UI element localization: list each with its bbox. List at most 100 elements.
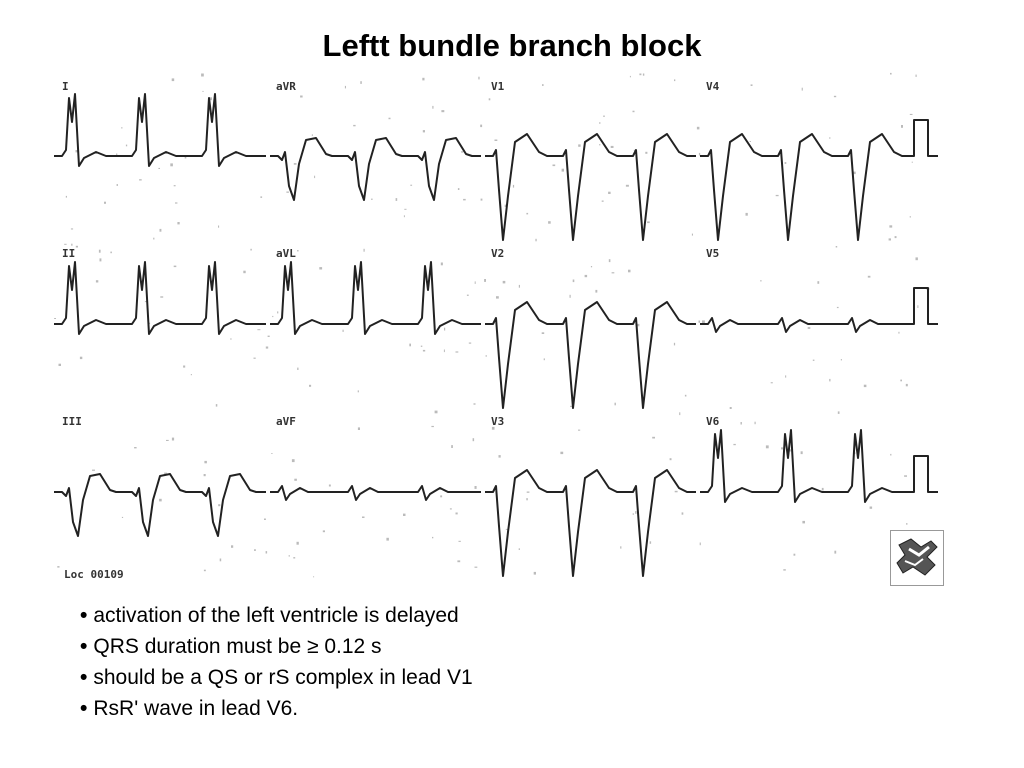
slide-title: Leftt bundle branch block (322, 28, 702, 63)
noise-dot (357, 390, 359, 393)
noise-dot (480, 124, 483, 128)
noise-dot (603, 115, 605, 117)
noise-dot (362, 516, 365, 518)
noise-dot (802, 520, 805, 524)
noise-dot (611, 272, 615, 274)
noise-dot (608, 259, 611, 263)
noise-dot (230, 338, 232, 340)
noise-dot (463, 198, 466, 201)
noise-dot (203, 474, 206, 477)
noise-dot (309, 384, 312, 387)
noise-dot (570, 405, 573, 407)
noise-dot (572, 279, 575, 283)
noise-dot (293, 557, 296, 559)
noise-dot (905, 383, 908, 387)
noise-dot (363, 248, 365, 252)
noise-dot (71, 243, 73, 246)
noise-dot (190, 374, 192, 376)
noise-dot (898, 331, 900, 334)
noise-dot (58, 363, 61, 366)
noise-dot (502, 280, 506, 284)
noise-dot (125, 144, 128, 147)
noise-dot (867, 275, 871, 278)
noise-dot (70, 228, 74, 230)
noise-dot (404, 208, 407, 210)
noise-dot (444, 327, 446, 331)
ecg-trace-I (54, 93, 266, 167)
noise-dot (472, 438, 475, 442)
noise-dot (834, 550, 837, 554)
noise-dot (888, 238, 891, 241)
noise-dot (314, 175, 316, 179)
noise-dot (451, 445, 453, 448)
noise-dot (760, 280, 762, 282)
noise-dot (98, 249, 101, 253)
noise-dot (632, 110, 635, 113)
noise-dot (54, 318, 56, 319)
noise-dot (440, 495, 443, 498)
noise-dot (488, 98, 491, 101)
noise-dot (75, 245, 78, 248)
noise-dot (541, 332, 545, 334)
noise-dot (783, 569, 786, 571)
noise-dot (457, 560, 461, 563)
noise-dot (698, 320, 700, 323)
noise-dot (202, 90, 204, 92)
noise-dot (170, 163, 173, 167)
noise-dot (496, 296, 499, 299)
noise-dot (754, 421, 756, 425)
noise-dot (904, 475, 907, 477)
noise-dot (526, 498, 528, 501)
noise-dot (817, 281, 820, 284)
noise-dot (869, 506, 873, 509)
noise-dot (177, 222, 180, 225)
noise-dot (750, 84, 753, 86)
noise-dot (466, 294, 469, 296)
noise-dot (543, 358, 545, 361)
noise-dot (474, 566, 478, 568)
noise-dot (775, 194, 779, 197)
noise-dot (265, 346, 269, 349)
noise-dot (201, 73, 204, 77)
noise-dot (639, 73, 642, 76)
ecg-trace-II (54, 261, 266, 335)
noise-dot (889, 225, 893, 228)
noise-dot (99, 258, 102, 262)
noise-dot (542, 84, 544, 86)
noise-dot (139, 179, 142, 181)
noise-dot (599, 144, 601, 146)
ecg-trace-aVR (270, 137, 481, 201)
noise-dot (403, 215, 405, 218)
noise-dot (909, 113, 913, 115)
noise-dot (608, 191, 611, 194)
noise-dot (833, 95, 837, 98)
noise-dot (409, 343, 411, 347)
noise-dot (403, 513, 406, 516)
noise-dot (134, 447, 137, 449)
noise-dot (218, 504, 221, 507)
ecg-logo-icon (890, 530, 944, 586)
noise-dot (357, 427, 360, 430)
noise-dot (890, 72, 892, 75)
noise-dot (291, 459, 295, 463)
noise-dot (821, 487, 824, 491)
noise-dot (474, 281, 476, 284)
noise-dot (173, 265, 177, 268)
noise-dot (395, 198, 398, 201)
noise-dot (313, 576, 315, 578)
noise-dot (491, 426, 495, 430)
noise-dot (836, 306, 839, 309)
noise-dot (386, 537, 389, 541)
noise-dot (288, 555, 290, 557)
noise-dot (917, 305, 919, 308)
noise-dot (595, 289, 598, 293)
scan-noise (54, 72, 930, 578)
noise-dot (440, 262, 443, 266)
noise-dot (215, 404, 218, 407)
bullet-item: activation of the left ventricle is dela… (80, 600, 473, 631)
noise-dot (171, 78, 175, 82)
noise-dot (431, 425, 434, 428)
noise-dot (601, 200, 604, 202)
noise-dot (518, 284, 520, 288)
